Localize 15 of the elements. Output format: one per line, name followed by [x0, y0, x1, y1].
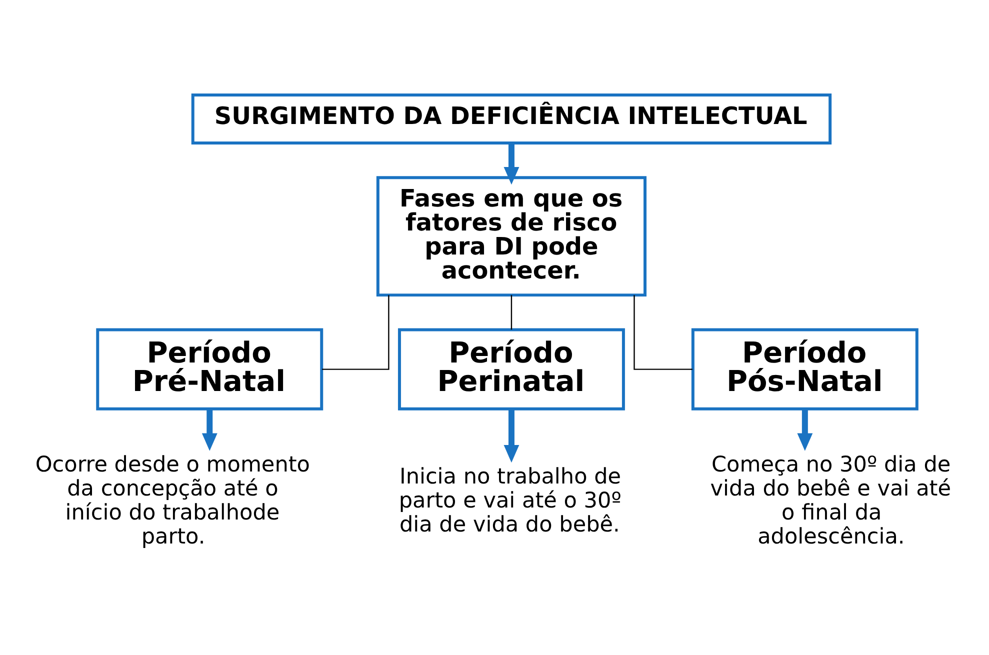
node-box: SURGIMENTO DA DEFICIÊNCIA INTELECTUAL	[190, 93, 832, 144]
connector	[322, 294, 389, 370]
node-text: Ocorre desde o momento da concepção até o início do trabalhode parto.	[34, 452, 310, 549]
connector	[633, 294, 692, 370]
connector	[510, 294, 512, 330]
arrow	[503, 142, 519, 184]
node-box: Fases em que os fatores de risco para DI pode acontecer.	[376, 176, 646, 296]
node-box: Período Pós-Natal	[690, 328, 918, 410]
node-box: Período Pré-Natal	[96, 328, 323, 410]
arrow	[503, 408, 519, 462]
node-box: Período Perinatal	[397, 328, 624, 410]
arrow	[201, 408, 217, 450]
node-text: Começa no 30º dia de vida do bebê e vai até o final da adolescência.	[710, 452, 951, 549]
arrow	[796, 408, 812, 450]
node-text: Inicia no trabalho de parto e vai até o 30º dia de vida do bebê.	[398, 464, 621, 538]
